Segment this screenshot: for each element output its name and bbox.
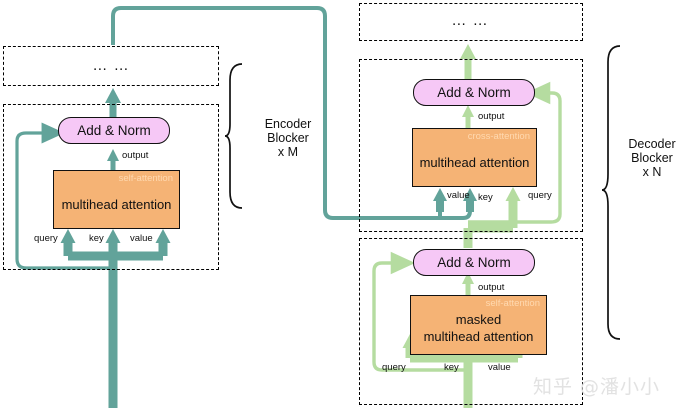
decoder-side-label-line2: Blocker (631, 151, 673, 165)
decoder-masked-add-norm-box[interactable]: Add & Norm (413, 249, 535, 276)
encoder-side-label-line2: Blocker (267, 131, 309, 145)
decoder-cross-add-norm-box[interactable]: Add & Norm (413, 79, 535, 106)
encoder-brace (224, 63, 243, 209)
decoder-cross-block-box (359, 59, 583, 232)
encoder-qkv-arrows (60, 229, 171, 256)
decoder-cross-output-arrow (462, 105, 474, 128)
encoder-stack-ellipsis: … … (92, 57, 130, 74)
decoder-cross-attention-box[interactable]: cross-attention multihead attention (412, 128, 537, 187)
encoder-attention-label: multihead attention (61, 197, 172, 212)
decoder-cross-value-label: value (447, 190, 470, 201)
decoder-cross-query-label: query (528, 190, 552, 201)
encoder-query-label: query (34, 233, 58, 244)
encoder-value-label: value (130, 233, 153, 244)
decoder-masked-output-label: output (478, 282, 505, 293)
decoder-side-label-line3: x N (642, 165, 662, 179)
decoder-masked-attention-box[interactable]: self-attention masked multihead attentio… (410, 295, 547, 355)
encoder-stack-box (3, 46, 219, 86)
encoder-block-box (3, 104, 219, 270)
watermark: 知乎 @潘小小 (533, 376, 661, 398)
decoder-masked-attention-label-line1: masked (455, 312, 502, 327)
encoder-add-norm-box[interactable]: Add & Norm (58, 117, 170, 144)
decoder-masked-output-arrow (462, 272, 474, 295)
decoder-stack-ellipsis: … … (451, 12, 489, 29)
decoder-stack-box (359, 3, 583, 41)
decoder-stack-arrow (460, 44, 476, 79)
decoder-masked-key-label: key (444, 362, 459, 373)
decoder-masked-self-attention-tag: self-attention (485, 298, 540, 309)
encoder-self-attention-tag: self-attention (118, 173, 173, 184)
encoder-input-trunk (68, 251, 163, 408)
decoder-cross-output-label: output (478, 111, 505, 122)
encoder-output-label: output (122, 150, 149, 161)
decoder-side-label-line1: Decoder (628, 137, 676, 151)
decoder-masked-value-label: value (488, 362, 511, 373)
decoder-masked-query-label: query (382, 362, 406, 373)
encoder-multihead-attention-box[interactable]: self-attention multihead attention (53, 170, 180, 229)
decoder-masked-residual-connector (372, 251, 468, 372)
decoder-masked-to-cross-connector (463, 81, 562, 248)
encoder-key-label: key (89, 233, 104, 244)
decoder-masked-block-box (359, 238, 583, 405)
encoder-residual-connector (15, 122, 113, 270)
encoder-side-label: Encoder Blocker x M (248, 117, 328, 159)
decoder-cross-key-label: key (478, 192, 493, 203)
decoder-side-label: Decoder Blocker x N (624, 137, 679, 179)
encoder-to-decoder-connector (111, 6, 477, 220)
encoder-side-label-line3: x M (277, 145, 299, 159)
encoder-side-label-line1: Encoder (264, 117, 312, 131)
decoder-masked-attention-label-line2: multihead attention (423, 329, 534, 344)
decoder-cross-attention-label: multihead attention (419, 155, 530, 170)
decoder-cross-attention-tag: cross-attention (467, 131, 530, 142)
decoder-brace (601, 45, 621, 340)
